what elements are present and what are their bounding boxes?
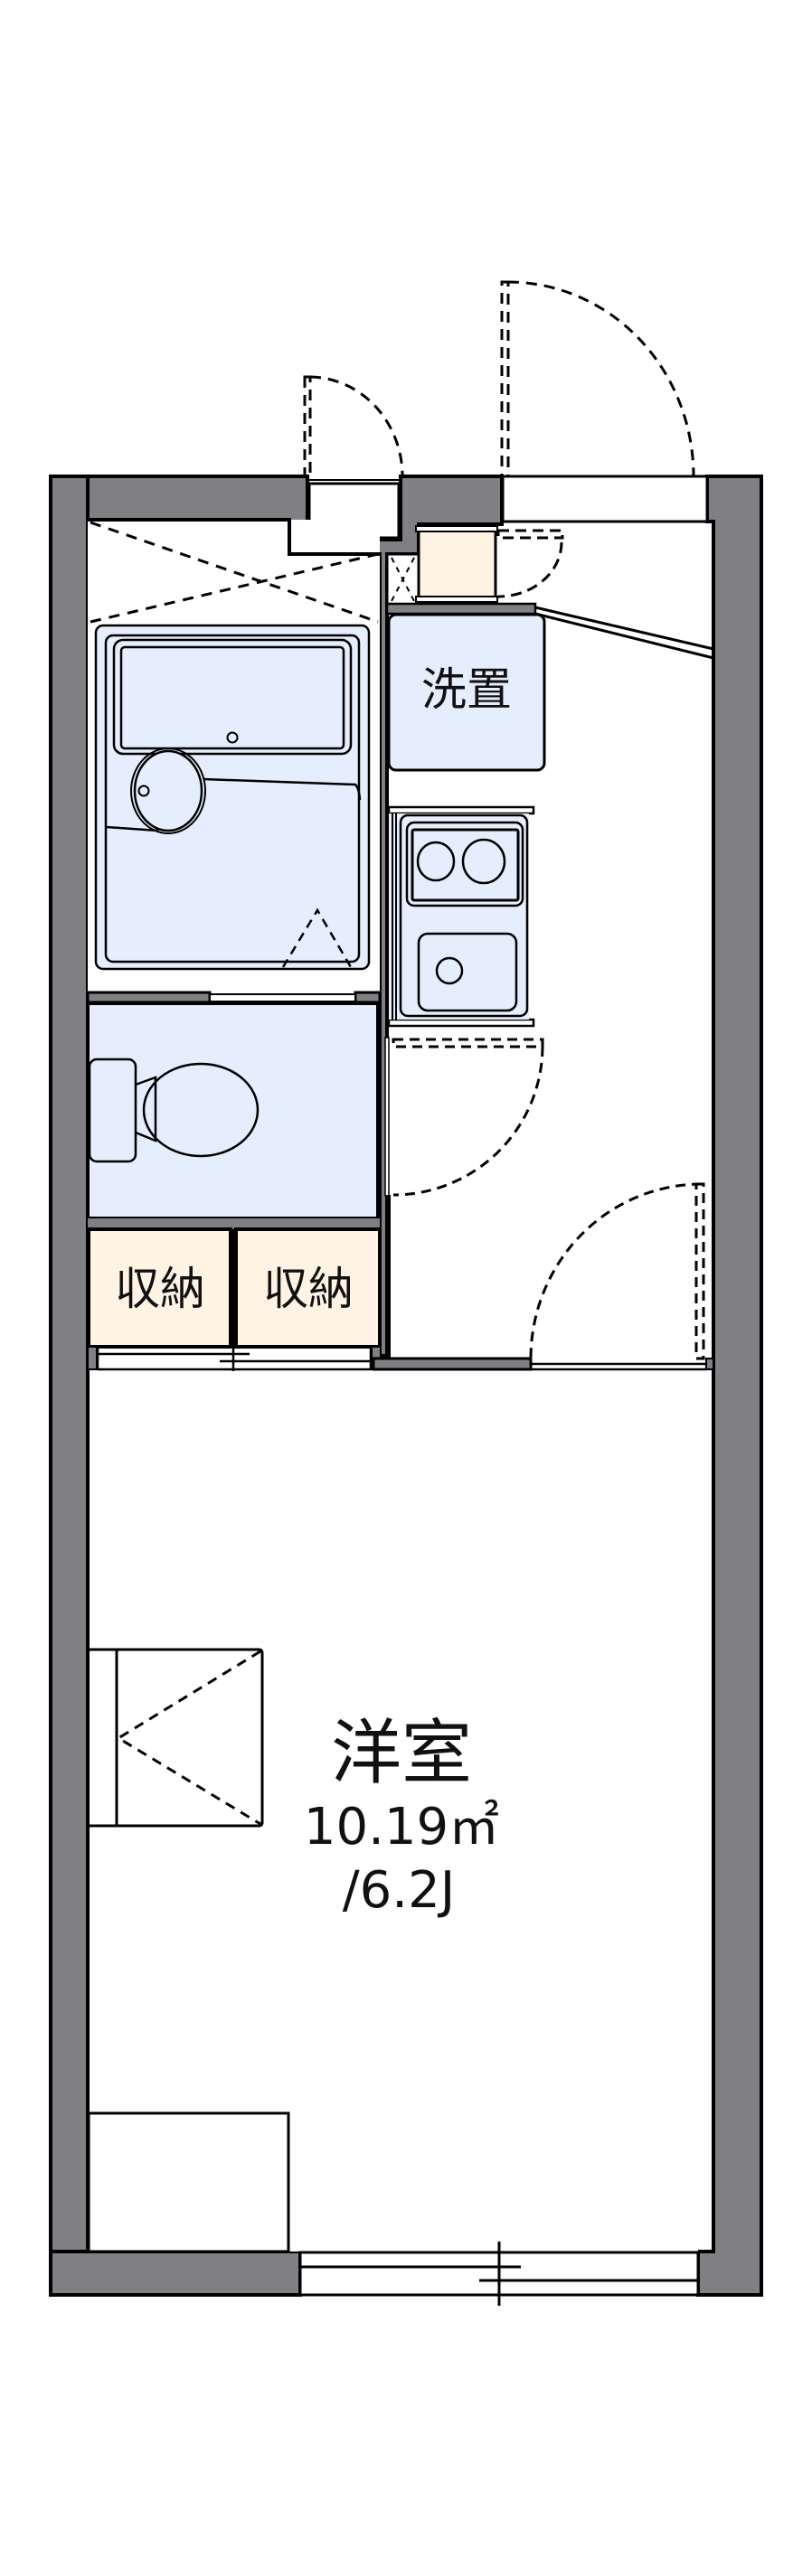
burner-left bbox=[416, 841, 456, 882]
bath-toilet-partition bbox=[86, 991, 382, 1004]
corner-box bbox=[87, 2111, 290, 2253]
toilet-storage-wall bbox=[88, 1218, 380, 1229]
sink bbox=[417, 932, 518, 1012]
closet-folding bbox=[89, 1648, 264, 1828]
storage-2 bbox=[234, 1227, 382, 1349]
room-door-swing bbox=[529, 1182, 705, 1360]
entrance-step bbox=[534, 606, 714, 660]
storage-1-label: 収納 bbox=[115, 1263, 205, 1315]
shoe-cabinet bbox=[385, 522, 498, 607]
room-area: 10.19㎡ bbox=[304, 1798, 499, 1857]
main-room: 洋室 10.19㎡ /6.2J bbox=[86, 1371, 715, 2253]
storage-closets bbox=[87, 1227, 382, 1375]
washer-stub-wall bbox=[385, 602, 537, 616]
burner-right bbox=[461, 838, 506, 885]
hall-room-partition bbox=[372, 1195, 714, 1371]
washer-label: 洗置 bbox=[421, 663, 512, 716]
unit-bath bbox=[88, 518, 380, 992]
entrance-door-swing bbox=[500, 280, 695, 478]
balcony-window bbox=[298, 2242, 700, 2306]
storage-2-label: 収納 bbox=[263, 1263, 354, 1315]
washer-space: 洗置 bbox=[387, 613, 546, 772]
room-size-jo: /6.2J bbox=[343, 1861, 455, 1920]
toilet-door-swing bbox=[392, 1038, 544, 1197]
storage-1 bbox=[87, 1227, 232, 1349]
meter-box-door-swing bbox=[303, 375, 404, 478]
room-name: 洋室 bbox=[331, 1713, 472, 1794]
entrance-threshold bbox=[501, 475, 709, 523]
cabinet-door-swing bbox=[496, 529, 564, 598]
kitchen bbox=[387, 805, 535, 1028]
toilet-room bbox=[86, 1001, 380, 1220]
